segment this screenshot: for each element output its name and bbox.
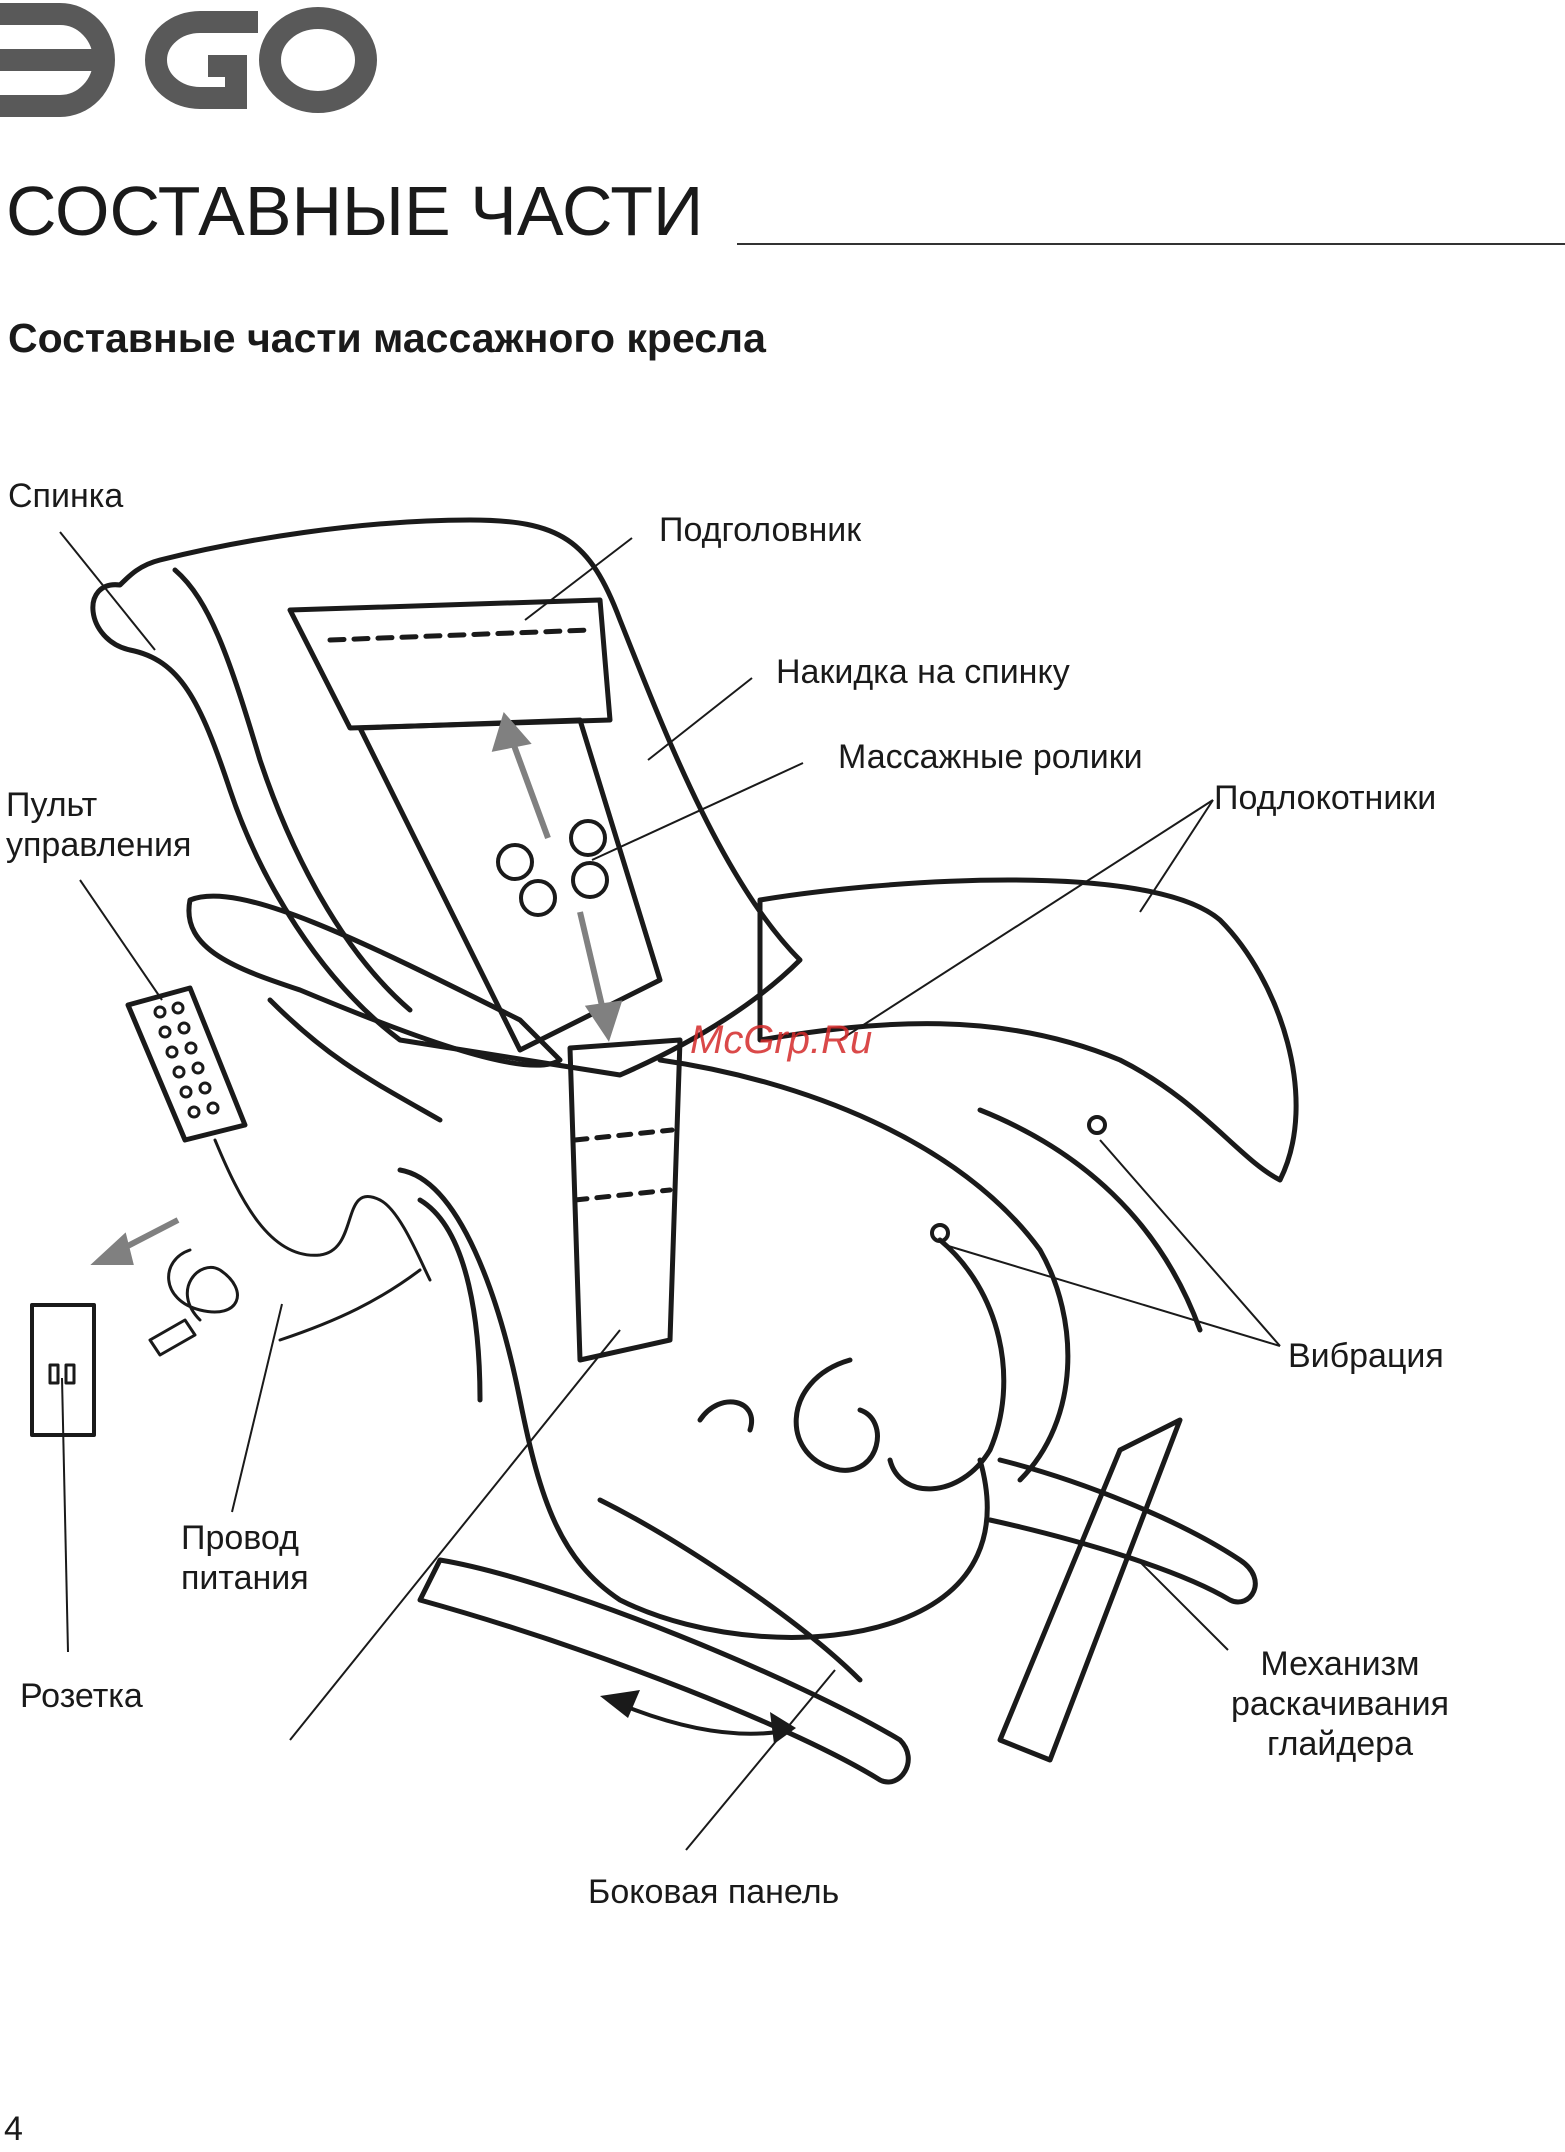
callout-massage-rollers: Массажные ролики	[838, 737, 1143, 777]
watermark: McGrp.Ru	[690, 1018, 872, 1063]
callout-glider-line3: глайдера	[1210, 1724, 1470, 1764]
page-number: 4	[4, 2112, 23, 2146]
callout-side-panel: Боковая панель	[588, 1872, 839, 1912]
callout-back: Спинка	[8, 476, 123, 516]
callout-power-cord-line1: Провод	[181, 1518, 299, 1558]
callout-socket: Розетка	[20, 1676, 143, 1716]
callout-glider-line1: Механизм	[1210, 1644, 1470, 1684]
callout-armrests: Подлокотники	[1214, 778, 1436, 818]
callout-remote-line2: управления	[6, 825, 191, 865]
callout-power-cord-line2: питания	[181, 1558, 309, 1598]
callout-glider-line2: раскачивания	[1210, 1684, 1470, 1724]
callout-vibration: Вибрация	[1288, 1336, 1444, 1376]
callout-back-cover: Накидка на спинку	[776, 652, 1070, 692]
callout-remote-line1: Пульт	[6, 785, 97, 825]
callout-headrest: Подголовник	[659, 510, 861, 550]
